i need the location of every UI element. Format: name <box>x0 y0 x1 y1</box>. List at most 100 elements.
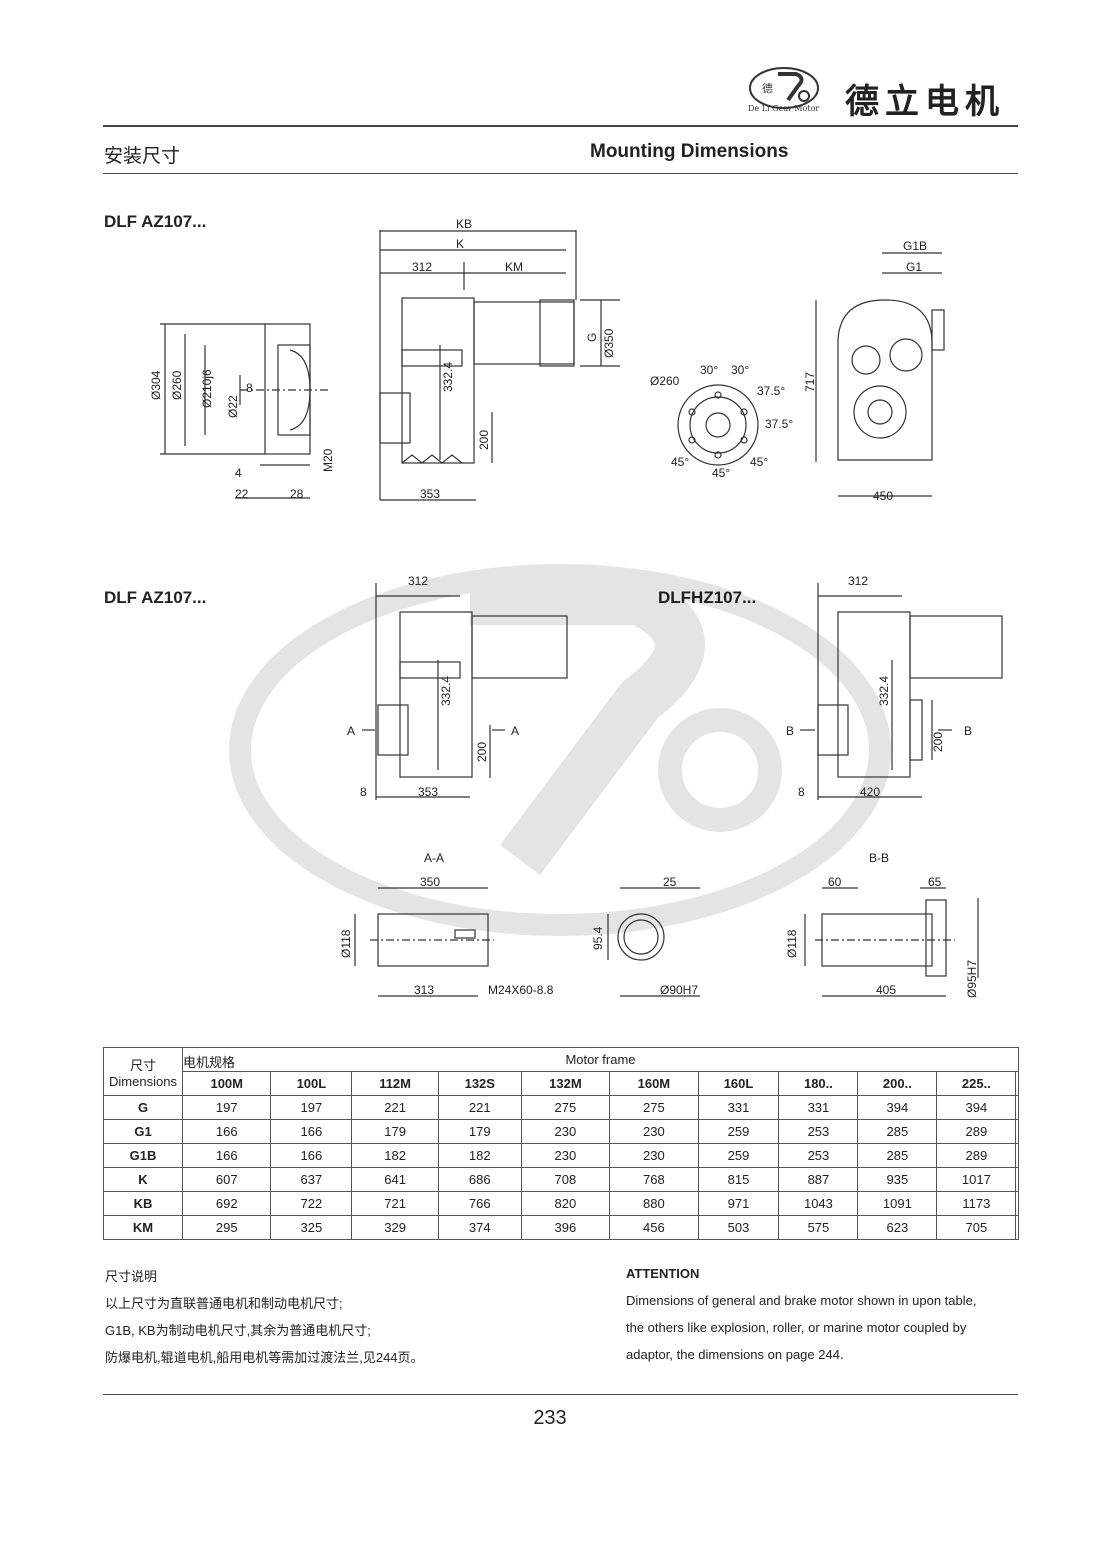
table-cell: 887 <box>778 1167 859 1192</box>
dim-95-4: 95.4 <box>591 926 605 950</box>
dim-405: 405 <box>876 983 896 997</box>
table-cell: 722 <box>270 1191 353 1216</box>
dim-8-top: 8 <box>246 381 253 395</box>
section-aa-shaft <box>354 887 494 997</box>
table-cell-blank <box>1015 1095 1019 1120</box>
dim-118-aa: Ø118 <box>339 929 353 958</box>
column-header: 132M <box>520 1071 611 1096</box>
dim-353-mid: 353 <box>418 785 438 799</box>
table-cell: 221 <box>351 1095 439 1120</box>
header-rule <box>103 125 1018 127</box>
dim-210-dia: Ø210j6 <box>200 369 214 408</box>
table-cell: 1091 <box>857 1191 938 1216</box>
column-header: 160L <box>697 1071 780 1096</box>
table-cell: 166 <box>270 1119 353 1144</box>
thread-m24: M24X60-8.8 <box>488 983 554 997</box>
table-cell: 166 <box>181 1119 272 1144</box>
flange-side-view <box>160 323 330 499</box>
dim-200-top: 200 <box>477 430 491 450</box>
section-round-bore <box>607 887 700 997</box>
dim-312-mid-left: 312 <box>408 574 428 588</box>
footer-rule <box>103 1394 1018 1395</box>
table-header-row: 尺寸 Dimensions 电机规格 Motor frame <box>103 1047 1019 1096</box>
table-cell: 166 <box>270 1143 353 1168</box>
column-header: 225.. <box>936 1071 1017 1096</box>
dim-60: 60 <box>828 875 842 889</box>
column-header: 200.. <box>857 1071 938 1096</box>
dim-353-top: 353 <box>420 487 440 501</box>
row-label: G1 <box>103 1119 183 1144</box>
table-cell: 230 <box>609 1119 699 1144</box>
row-label: G1B <box>103 1143 183 1168</box>
section-bb-label: B-B <box>869 851 889 865</box>
model-label-middle-right: DLFHZ107... <box>658 588 757 607</box>
dim-90h7: Ø90H7 <box>660 983 698 997</box>
notes-cn-title: 尺寸说明 <box>105 1269 158 1284</box>
dim-m20: M20 <box>321 448 335 472</box>
row-label: G <box>103 1095 183 1120</box>
dim-332-mid-left: 332.4 <box>439 676 453 706</box>
table-cell: 1017 <box>936 1167 1017 1192</box>
section-aa-label: A-A <box>424 851 444 865</box>
dim-350-dia: Ø350 <box>602 328 616 358</box>
dim-k: K <box>456 237 464 251</box>
section-mark-b-right: B <box>964 724 972 738</box>
column-header-blank <box>1015 1071 1019 1096</box>
table-cell-blank <box>1015 1167 1019 1192</box>
gearbox-end-view <box>815 252 945 497</box>
notes-en-line2: the others like explosion, roller, or ma… <box>626 1320 967 1335</box>
dim-95h7: Ø95H7 <box>965 960 979 998</box>
angle-37-a: 37.5° <box>757 384 785 398</box>
dim-g1b: G1B <box>903 239 927 253</box>
dim-8-mid-left: 8 <box>360 785 367 799</box>
dim-25: 25 <box>663 875 677 889</box>
notes-en-line3: adaptor, the dimensions on page 244. <box>626 1347 844 1362</box>
dim-118-bb: Ø118 <box>785 929 799 958</box>
column-header: 160M <box>609 1071 699 1096</box>
section-title-en: Mounting Dimensions <box>590 141 789 162</box>
table-cell: 607 <box>181 1167 272 1192</box>
angle-45-a: 45° <box>671 455 689 469</box>
logo-emblem: 德 <box>748 66 820 110</box>
frame-en: Motor frame <box>565 1052 636 1067</box>
angle-37-b: 37.5° <box>765 417 793 431</box>
gearmotor-shaft-a-view <box>362 583 568 800</box>
svg-text:德: 德 <box>762 81 773 95</box>
table-cell: 253 <box>778 1143 859 1168</box>
table-cell: 230 <box>520 1143 611 1168</box>
dim-200-mid-left: 200 <box>475 742 489 762</box>
dim-g1: G1 <box>906 260 922 274</box>
column-header: 180.. <box>778 1071 859 1096</box>
dim-65: 65 <box>928 875 942 889</box>
table-cell: 230 <box>609 1143 699 1168</box>
angle-45-b: 45° <box>712 466 730 480</box>
table-cell: 329 <box>351 1215 439 1240</box>
table-cell: 1173 <box>936 1191 1017 1216</box>
gearmotor-front-view <box>379 230 620 501</box>
table-cell: 971 <box>697 1191 780 1216</box>
column-header: 100L <box>270 1071 353 1096</box>
table-cell: 325 <box>270 1215 353 1240</box>
table-cell: 197 <box>181 1095 272 1120</box>
section-mark-a-left: A <box>347 724 355 738</box>
dim-312-top: 312 <box>412 260 432 274</box>
column-header: 100M <box>181 1071 272 1096</box>
section-mark-b-left: B <box>786 724 794 738</box>
table-cell: 623 <box>857 1215 938 1240</box>
table-cell: 197 <box>270 1095 353 1120</box>
table-cell: 374 <box>437 1215 522 1240</box>
technical-drawings: KB K 312 KM G Ø350 332.4 200 353 Ø304 Ø2… <box>149 217 1003 998</box>
dim-8-mid-right: 8 <box>798 785 805 799</box>
table-cell: 503 <box>697 1215 780 1240</box>
section-mark-a-right: A <box>511 724 519 738</box>
frame-cn: 电机规格 <box>183 1055 236 1070</box>
dim-312-mid-right: 312 <box>848 574 868 588</box>
dim-450: 450 <box>873 489 893 503</box>
dim-kb: KB <box>456 217 472 231</box>
table-cell: 221 <box>437 1095 522 1120</box>
